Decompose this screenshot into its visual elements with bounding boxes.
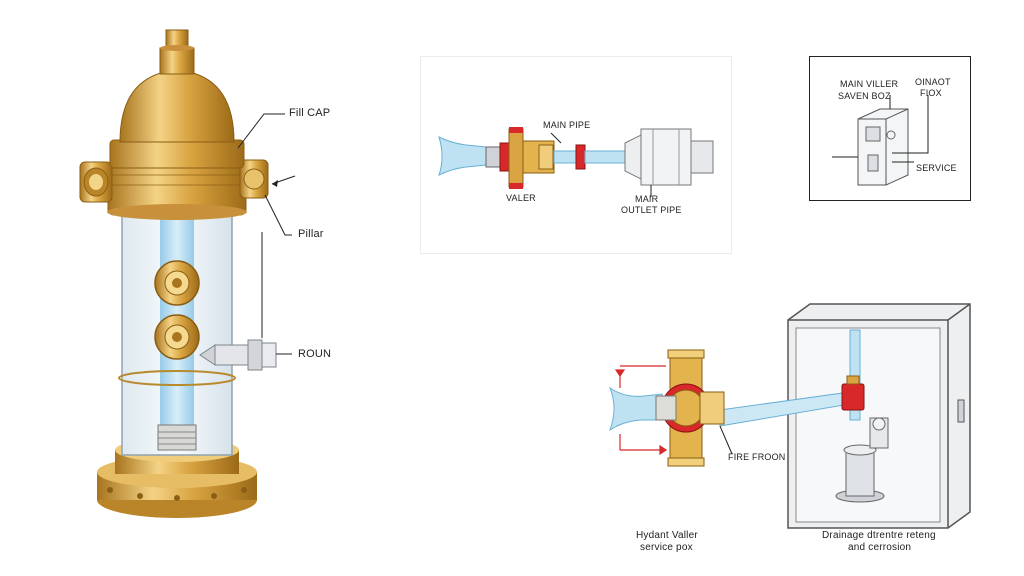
main-valve-label-1: MAIN VILLER	[840, 79, 899, 89]
round-outlet	[199, 339, 277, 371]
service-box-panel: MAIN VILLER SAVEN BOZ OINAOT FIOX SERVIC…	[809, 56, 971, 201]
fire-label: FIRE FROON	[728, 452, 786, 462]
hydrant-collar	[79, 159, 269, 220]
lower-drawing	[608, 303, 971, 529]
service-box-leaders	[832, 95, 929, 163]
service-label: SERVICE	[916, 163, 957, 173]
valve-label: VALER	[506, 193, 536, 203]
main-pipe-label: MAIN PIPE	[543, 120, 591, 130]
lower-diagram-panel: FIRE FROON Hydant Valler service pox Dra…	[600, 300, 1024, 576]
pillar-valve-upper	[154, 260, 200, 306]
fill-cap	[109, 29, 245, 169]
water-spray	[438, 136, 487, 176]
outlet-pipe-label-1: MAIR	[635, 194, 659, 204]
pipe-drawing	[438, 127, 714, 197]
caption-left-2: service pox	[640, 542, 693, 553]
hydrant-drawing	[79, 29, 296, 518]
hydrant-leaders	[237, 113, 296, 355]
hydrant-illustration: Fill CAP Pillar ROUN	[0, 0, 360, 576]
caption-left-1: Hydant Valler	[636, 530, 698, 541]
caption-right-1: Drainage dtrentre reteng	[822, 530, 936, 541]
pillar-valve-lower	[154, 314, 200, 360]
outlet-label-1: OINAOT	[915, 77, 951, 87]
fill-cap-label: Fill CAP	[289, 107, 331, 119]
flow-arrows	[614, 365, 668, 456]
outlet-pipe	[640, 128, 692, 186]
cabinet-valve-red	[841, 383, 865, 411]
main-valve-label-2: SAVEN BOZ	[838, 91, 891, 101]
lower-water-spray	[608, 386, 663, 432]
pipe-leaders	[550, 132, 652, 197]
round-outlet-label: ROUN	[298, 348, 332, 360]
outlet-pipe-label-2: OUTLET PIPE	[621, 205, 682, 215]
service-cabinet	[787, 303, 971, 529]
service-box-drawing	[832, 95, 929, 186]
pillar-label: Pillar	[298, 228, 324, 240]
pipe-diagram-panel: MAIN PIPE VALER MAIR OUTLET PIPE	[420, 56, 732, 254]
caption-right-2: and cerrosion	[848, 542, 912, 553]
outlet-label-2: FIOX	[920, 88, 942, 98]
